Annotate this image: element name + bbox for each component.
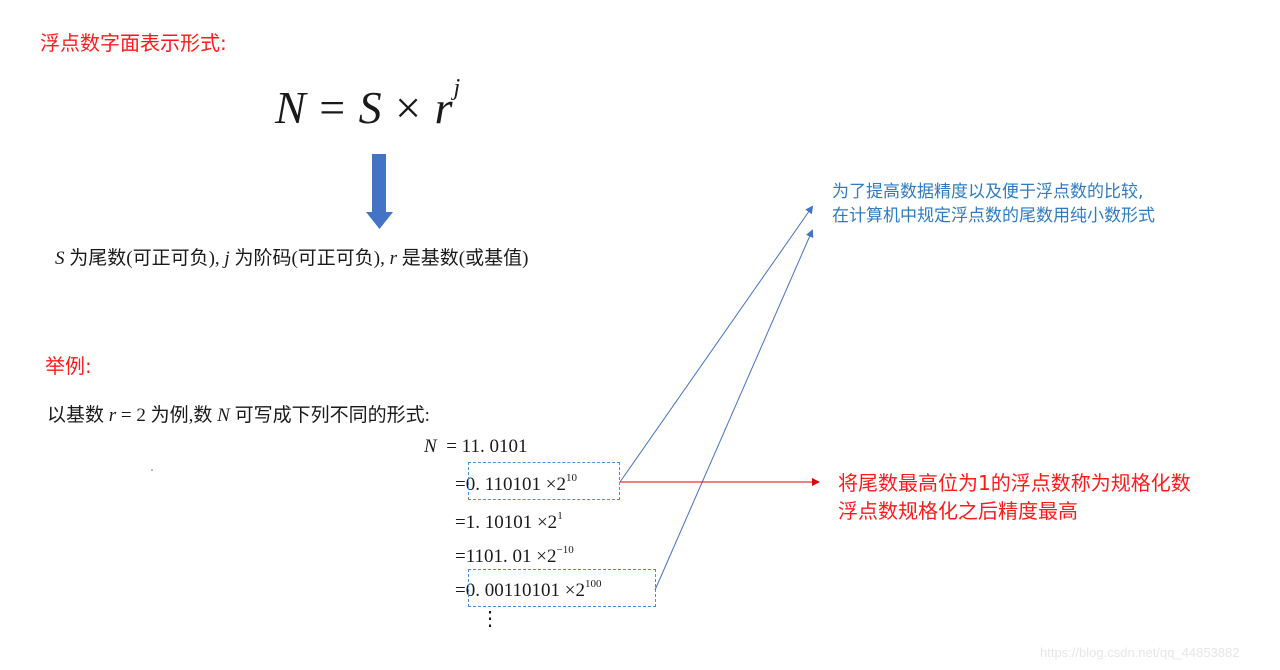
equation-N: N = 11. 0101: [424, 436, 527, 458]
desc-j: j: [224, 248, 230, 269]
equation-prefix: =: [455, 512, 466, 533]
normalization-note-line-1: 将尾数最高位为1的浮点数称为规格化数: [838, 471, 1191, 495]
equation-row: =0. 110101 ×210: [455, 472, 577, 496]
formula-exponent: j: [453, 75, 462, 101]
arrow-to-blue-note-1: [619, 205, 814, 483]
ellipsis: ⋮: [480, 608, 500, 630]
normalization-note-line-2: 浮点数规格化之后精度最高: [838, 499, 1078, 523]
mantissa-note-line-1: 为了提高数据精度以及便于浮点数的比较,: [832, 182, 1144, 202]
formula-base: r: [434, 82, 454, 133]
desc-r: r: [389, 248, 397, 269]
desc-S: S: [55, 248, 65, 269]
intro-eq: = 2 为例,数: [116, 405, 218, 426]
intro-suffix: 可写成下列不同的形式:: [229, 405, 430, 426]
arrow-to-blue-note-2: [654, 229, 814, 591]
equation-row: =1. 10101 ×21: [455, 510, 563, 534]
equation-row: =1101. 01 ×2−10: [455, 544, 574, 568]
formula: N = S × rj: [275, 75, 461, 134]
equation-exponent: 100: [584, 578, 602, 590]
desc-j-text: 为阶码(可正可负),: [229, 248, 385, 269]
equation-row: =0. 00110101 ×2100: [455, 578, 601, 602]
formula-mantissa: S: [358, 82, 383, 133]
equation-exponent: 10: [565, 472, 577, 484]
intro-r: r: [108, 405, 117, 426]
formula-times: ×: [395, 82, 423, 133]
down-arrow-icon: [366, 154, 393, 229]
equation-prefix: =: [455, 580, 466, 601]
normalization-note: 将尾数最高位为1的浮点数称为规格化数 浮点数规格化之后精度最高: [838, 469, 1191, 525]
formula-equals: =: [319, 82, 347, 133]
equation-exponent: −10: [556, 544, 574, 556]
desc-S-text: 为尾数(可正可负),: [64, 248, 220, 269]
equation-mantissa: 1101. 01 ×2: [465, 546, 557, 567]
equation-mantissa: 0. 00110101 ×2: [465, 580, 585, 601]
formula-lhs: N: [275, 82, 307, 133]
equation-exponent: 1: [557, 510, 563, 522]
equation-prefix: =: [455, 546, 466, 567]
watermark: https://blog.csdn.net/qq_44853882: [1040, 645, 1240, 660]
section-title: 浮点数字面表示形式:: [40, 31, 227, 55]
equation-mantissa: 1. 10101 ×2: [465, 512, 558, 533]
equation-N-value: = 11. 0101: [446, 436, 528, 457]
equation-prefix: =: [455, 474, 466, 495]
example-intro: 以基数 r = 2 为例,数 N 可写成下列不同的形式:: [47, 400, 430, 427]
formula-description: S 为尾数(可正可负), j 为阶码(可正可负), r 是基数(或基值): [55, 243, 528, 270]
equation-mantissa: 0. 110101 ×2: [465, 474, 566, 495]
intro-N: N: [217, 405, 230, 426]
normalized-highlight-box: [468, 462, 620, 500]
desc-r-text: 是基数(或基值): [397, 248, 529, 269]
intro-prefix: 以基数: [47, 405, 109, 426]
example-label: 举例:: [45, 354, 92, 378]
equation-N-symbol: N: [424, 436, 437, 457]
mantissa-note: 为了提高数据精度以及便于浮点数的比较, 在计算机中规定浮点数的尾数用纯小数形式: [832, 180, 1155, 228]
mantissa-note-line-2: 在计算机中规定浮点数的尾数用纯小数形式: [832, 206, 1155, 226]
